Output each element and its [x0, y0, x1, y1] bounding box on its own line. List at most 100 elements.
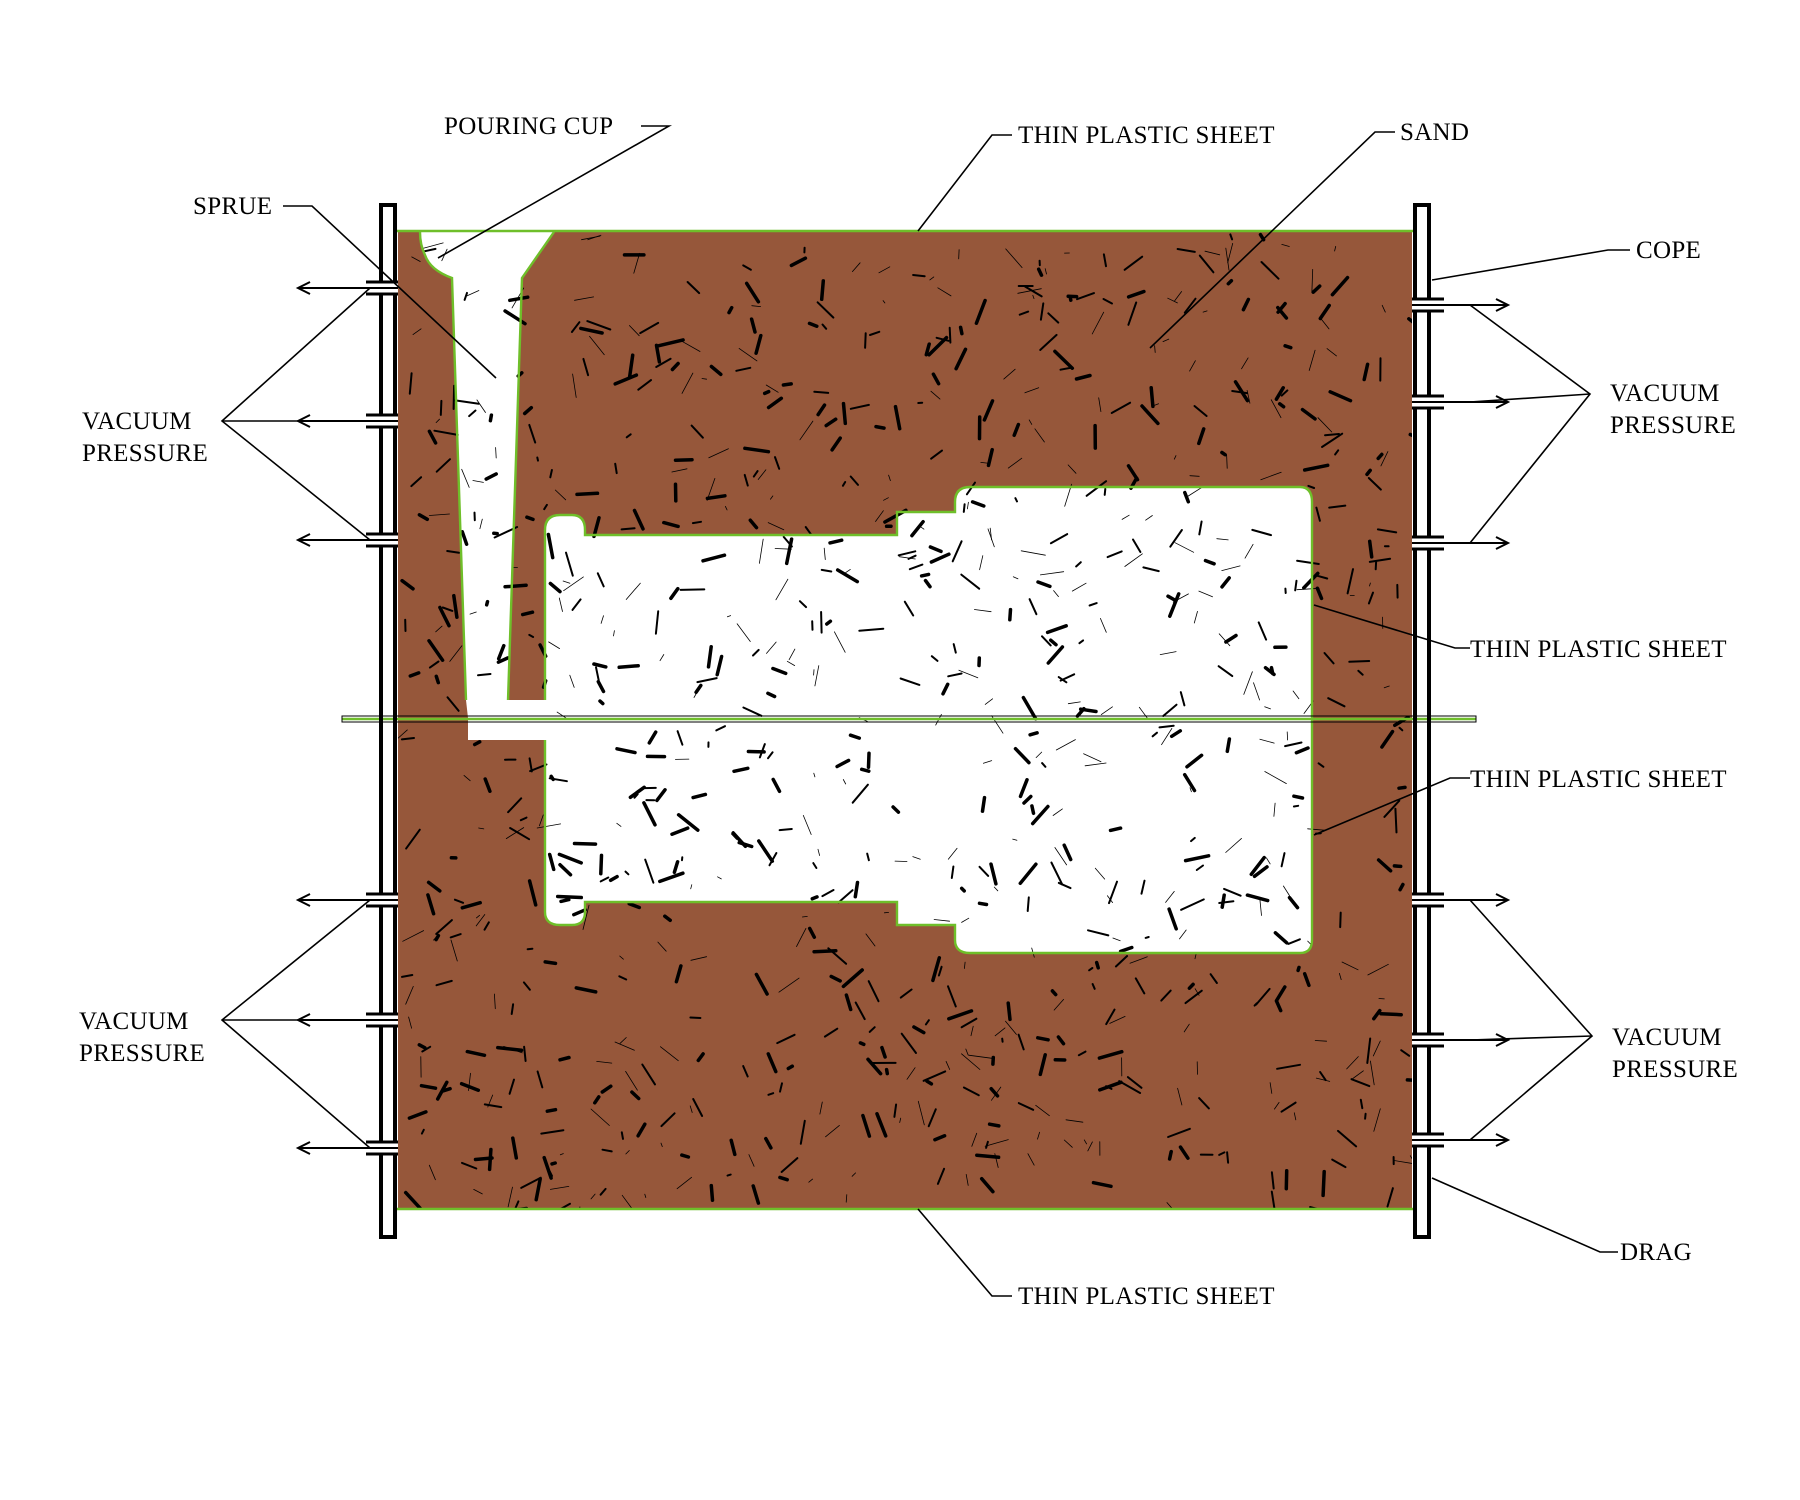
sand-grain: [579, 326, 604, 335]
sand-grain: [820, 611, 823, 634]
sand-grain: [888, 474, 891, 482]
sand-grain: [574, 296, 594, 301]
sand-grain: [676, 730, 684, 746]
sand-grain: [691, 520, 702, 525]
sand-grain: [880, 1045, 887, 1059]
sand-grain: [589, 335, 605, 356]
sand-grain: [1138, 706, 1149, 720]
sand-grain: [1373, 1108, 1381, 1132]
sand-grain: [701, 553, 727, 563]
sand-grain: [912, 856, 921, 860]
sand-grain: [779, 1082, 783, 1093]
sand-grain: [906, 1067, 916, 1080]
label-vacuum-right-top-1: VACUUM: [1610, 380, 1720, 407]
sand-grain: [1161, 728, 1173, 746]
sand-grain: [810, 895, 819, 901]
sand-grain: [821, 889, 835, 898]
sand-grain: [514, 1200, 520, 1209]
sand-grain: [864, 332, 867, 349]
sand-grain: [1173, 455, 1177, 460]
sand-grain: [798, 600, 808, 609]
sand-grain: [924, 1019, 930, 1026]
sand-grain: [780, 1157, 799, 1173]
sand-grain: [802, 815, 812, 835]
sand-grain: [1315, 506, 1321, 522]
sand-grain: [912, 274, 926, 278]
sand-grain: [1189, 360, 1196, 372]
sand-grain: [875, 510, 884, 522]
sand-grain: [546, 532, 555, 560]
sand-grain: [613, 630, 615, 637]
sand-grain: [620, 1131, 624, 1140]
sand-grain: [435, 625, 443, 633]
sand-grain: [1054, 847, 1067, 866]
sand-grain: [848, 733, 862, 740]
sand-grain: [752, 648, 760, 657]
sand-grain: [807, 926, 817, 939]
sand-grain: [1028, 419, 1033, 425]
sand-grain: [754, 972, 769, 996]
sand-grain: [496, 1045, 524, 1053]
vacuum-right-top-leader: [1469, 304, 1592, 544]
sand-grain: [947, 985, 957, 1008]
sand-grain: [549, 469, 553, 479]
sand-grain: [670, 826, 690, 836]
sand-grain: [709, 364, 723, 377]
sand-grain: [528, 633, 535, 638]
sand-grain: [766, 691, 777, 699]
sand-grain: [757, 839, 775, 863]
sand-grain: [814, 665, 820, 687]
sand-grain: [628, 785, 646, 800]
sand-grain: [463, 775, 471, 782]
sand-grain: [662, 520, 680, 529]
sand-grain: [731, 831, 748, 849]
sand-grain: [511, 1136, 519, 1160]
label-vacuum-left-bottom-2: PRESSURE: [79, 1040, 205, 1067]
sand-grain: [1012, 422, 1021, 438]
sand-grain: [1040, 571, 1065, 576]
sand-grain: [1362, 362, 1370, 382]
sand-grain: [411, 256, 421, 262]
right-vacuum-port: [1412, 297, 1511, 313]
sand-grain: [1225, 737, 1232, 754]
sand-grain: [1012, 838, 1018, 841]
label-sand: SAND: [1400, 119, 1469, 146]
sand-grain: [927, 335, 949, 357]
sand-grain: [979, 555, 984, 571]
sand-grain: [1028, 598, 1038, 616]
sand-grain: [671, 468, 688, 473]
sand-grain: [743, 473, 749, 487]
sand-grain: [696, 1052, 705, 1063]
sand-grain: [625, 1071, 638, 1091]
sand-grain: [1253, 682, 1260, 701]
sand-grain: [1098, 397, 1102, 413]
sand-grain: [1283, 885, 1290, 896]
sand-grain: [1405, 1078, 1412, 1083]
label-vacuum-left-top-2: PRESSURE: [82, 440, 208, 467]
sand-grain: [1376, 858, 1393, 873]
sand-grain: [1319, 1071, 1327, 1082]
sand-grain: [1168, 592, 1181, 618]
sand-grain: [663, 914, 672, 923]
sand-grain: [1327, 697, 1346, 708]
sand-grain: [1241, 357, 1249, 370]
sand-grain: [819, 1101, 823, 1115]
sand-grain: [465, 1049, 487, 1058]
sand-grain: [1331, 1158, 1347, 1169]
sand-grain: [1028, 731, 1039, 737]
sand-grain: [1129, 956, 1148, 964]
sand-grain: [796, 928, 807, 947]
sand-grain: [1392, 864, 1403, 869]
sand-grain: [596, 572, 605, 588]
vacuum-right-bottom-leader: [1469, 899, 1594, 1141]
sand-grain: [977, 901, 989, 907]
sand-grain: [781, 382, 793, 387]
sand-grain: [1003, 368, 1016, 380]
sand-grain: [1370, 1060, 1375, 1086]
sand-grain: [1386, 1187, 1394, 1208]
sand-grain: [529, 763, 548, 773]
sand-grain: [778, 1175, 789, 1182]
sand-grain: [557, 852, 583, 865]
sand-grain: [449, 933, 462, 939]
sand-grain: [1017, 1102, 1035, 1111]
